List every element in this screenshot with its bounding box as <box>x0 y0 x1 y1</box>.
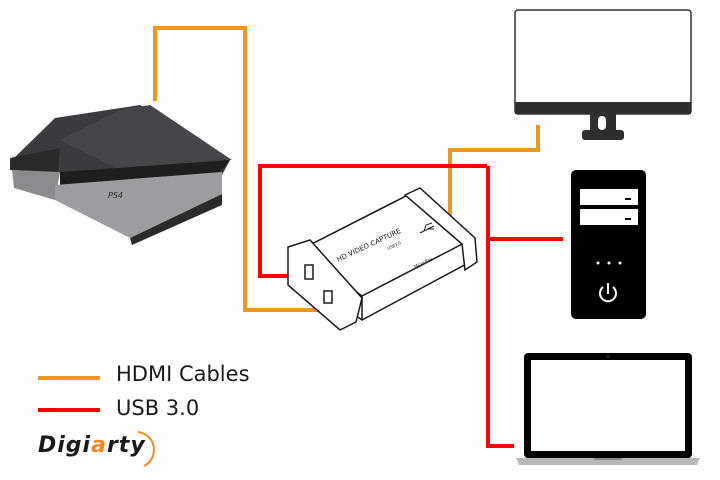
power-icon <box>599 283 617 303</box>
logo-accent: a <box>91 433 107 458</box>
legend-label-usb: USB 3.0 <box>116 396 200 420</box>
usb-symbol-icon <box>419 222 435 234</box>
logo-prefix: Digi <box>38 433 92 458</box>
ps4-label: PS4 <box>108 191 123 200</box>
capture-card: HD VIDEO CAPTURE USB3.0 Micro Box <box>287 187 478 331</box>
desktop-pc <box>571 170 646 319</box>
usb-cable-capture-loop <box>258 164 487 278</box>
monitor <box>514 9 692 140</box>
hdmi-cables <box>153 26 540 312</box>
usb-cable-to-desktop <box>486 166 514 448</box>
logo-swoosh-icon <box>137 431 155 467</box>
legend-label-hdmi: HDMI Cables <box>116 362 250 386</box>
legend-line-hdmi <box>38 376 100 380</box>
hdmi-cable-ps4-to-capture <box>153 26 320 312</box>
hdmi-cable-capture-to-monitor <box>448 125 540 220</box>
laptop <box>516 353 700 465</box>
legend-line-usb <box>38 408 100 412</box>
logo-suffix: rty <box>106 433 146 458</box>
usb-cables <box>258 164 563 448</box>
digiarty-logo: Digiarty <box>38 433 146 458</box>
capture-card-sublabel: USB3.0 <box>386 240 402 251</box>
ps4-console: PS4 <box>10 105 232 245</box>
